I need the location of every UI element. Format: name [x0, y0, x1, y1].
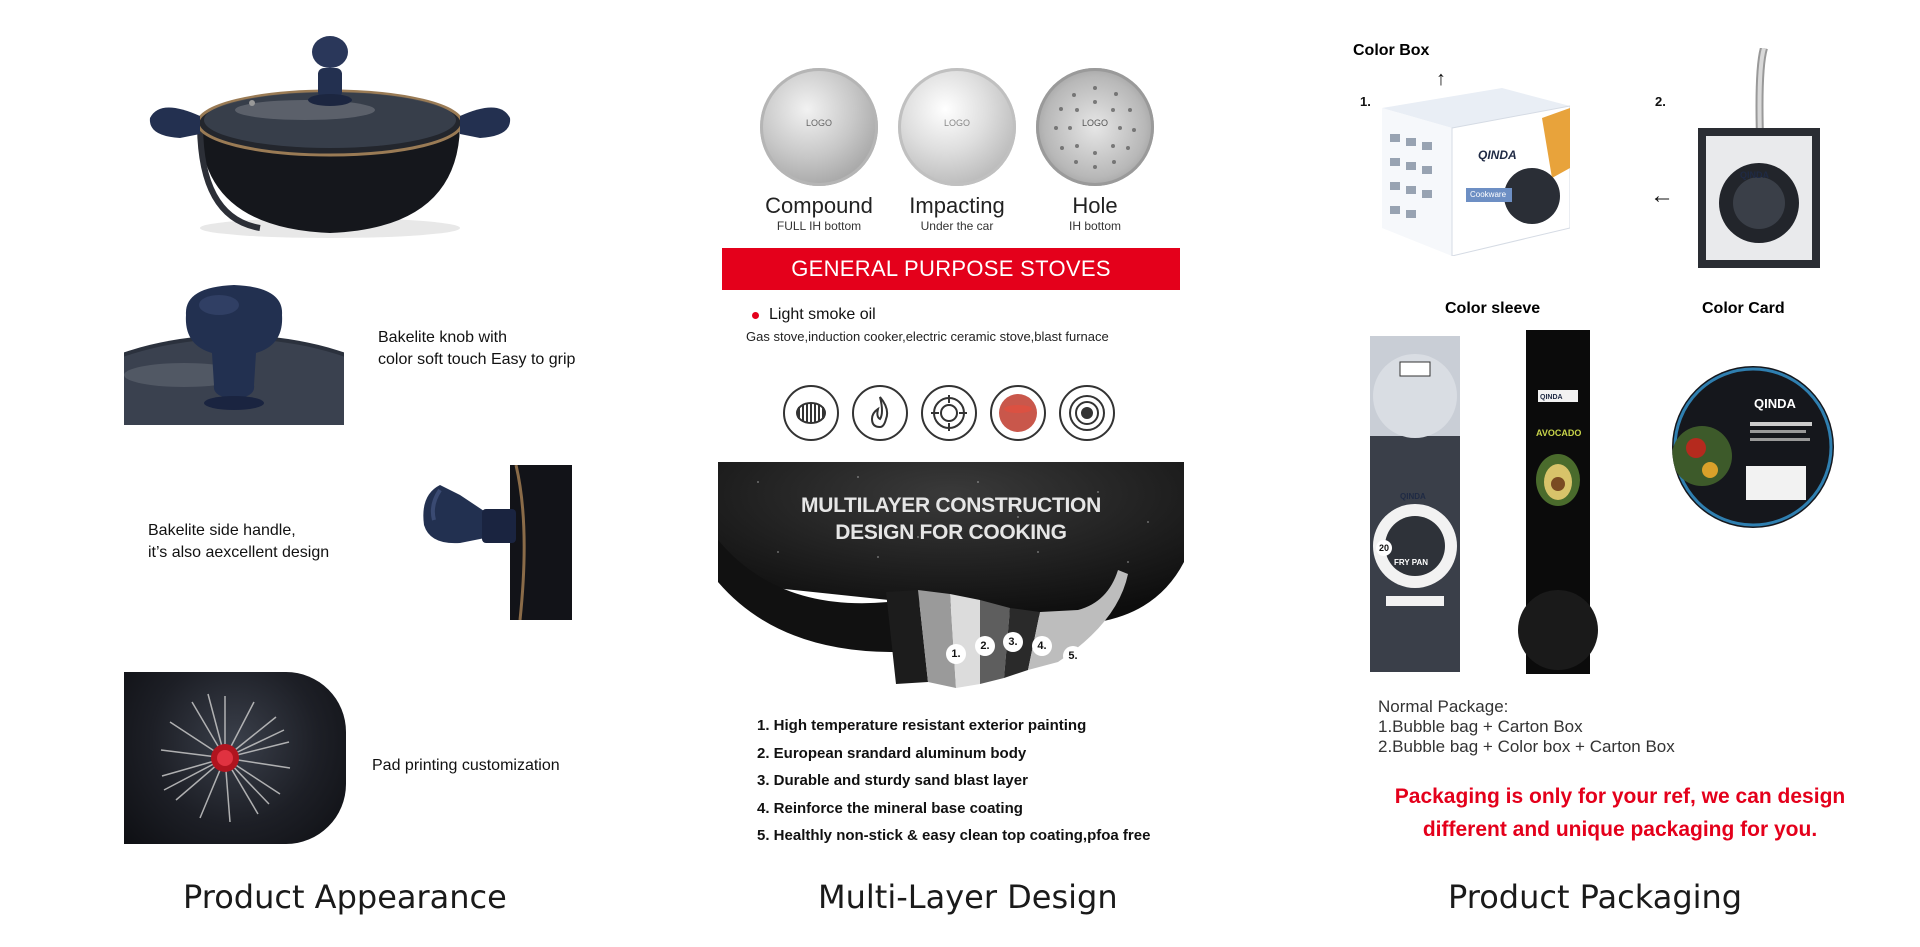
layer-item: 4. Reinforce the mineral base coating: [757, 799, 1023, 817]
color-card-box-image: QINDA: [1698, 46, 1820, 268]
color-box-label: Color Box: [1353, 42, 1430, 59]
knob-text-line1: Bakelite knob with: [378, 329, 507, 346]
box-label: Cookware: [1470, 190, 1507, 199]
layer-marker-1: 1.: [946, 644, 966, 664]
disc-logo: LOGO: [805, 118, 832, 128]
sleeve-brand-1: QINDA: [1400, 492, 1426, 501]
side-handle-image: [420, 465, 572, 620]
color-card-image: QINDA: [1672, 366, 1834, 528]
bakelite-knob-image: [124, 275, 344, 425]
casserole-pot-image: [149, 36, 511, 238]
normal-package-info: Normal Package: 1.Bubble bag + Carton Bo…: [1378, 697, 1675, 757]
card-brand: QINDA: [1754, 396, 1796, 411]
arrow-up-icon: ↑: [1436, 68, 1446, 90]
compound-label: Compound: [765, 193, 873, 218]
disc-logo: LOGO: [1081, 118, 1108, 128]
hole-label: Hole: [1072, 193, 1118, 218]
packaging-title: Product Packaging: [1448, 878, 1743, 916]
sleeve-fry-pan: FRY PAN: [1394, 558, 1429, 567]
layer-list: 1. High temperature resistant exterior p…: [757, 712, 1150, 850]
sleeve-avocado: AVOCADO: [1536, 428, 1582, 438]
number-2: 2.: [1655, 94, 1666, 109]
layer-marker-5: 5.: [1063, 646, 1083, 666]
stoves-list: Gas stove,induction cooker,electric cera…: [746, 329, 1109, 344]
arrow-left-icon: ←: [1650, 182, 1674, 209]
hole-bottom-disc: LOGO: [1036, 68, 1154, 186]
normal-package-item: 2.Bubble bag + Color box + Carton Box: [1378, 737, 1675, 756]
layer-item: 5. Healthly non-stick & easy clean top c…: [757, 827, 1151, 844]
layer-marker-2: 2.: [975, 636, 995, 656]
card-box-brand: QINDA: [1740, 170, 1769, 180]
impacting-label: Impacting: [909, 193, 1005, 218]
pad-printing-image: [124, 672, 346, 844]
impacting-bottom-disc: LOGO: [898, 68, 1016, 186]
pad-description: Pad printing customization: [372, 757, 560, 774]
hole-sublabel: IH bottom: [1068, 219, 1122, 233]
sleeve-brand-2: QINDA: [1540, 394, 1563, 401]
bullet-text: Light smoke oil: [769, 306, 876, 323]
handle-description: Bakelite side handle, it’s also aexcelle…: [148, 520, 329, 564]
construction-heading-line1: MULTILAYER CONSTRUCTION: [801, 494, 1101, 517]
color-sleeve-image-1: FRY PAN QINDA 20: [1370, 336, 1460, 672]
impacting-sublabel: Under the car: [920, 219, 994, 233]
layer-item: 1. High temperature resistant exterior p…: [757, 717, 1087, 734]
packaging-note-line2: different and unique packaging for you.: [1422, 818, 1818, 841]
box-brand: QINDA: [1478, 148, 1517, 162]
layer-marker-3: 3.: [1003, 632, 1023, 652]
packaging-note-line1: Packaging is only for your ref, we can d…: [1394, 785, 1846, 808]
disc-logo: LOGO: [943, 118, 970, 128]
appearance-title: Product Appearance: [183, 878, 507, 916]
electric-coil-icon: [783, 385, 839, 441]
color-sleeve-label: Color sleeve: [1445, 300, 1541, 317]
compound-sublabel: FULL IH bottom: [776, 219, 862, 233]
knob-text-line2: color soft touch Easy to grip: [378, 351, 576, 368]
layer-item: 2. European srandard aluminum body: [757, 744, 1027, 762]
layer-marker-4: 4.: [1032, 636, 1052, 656]
gas-flame-icon: [852, 385, 908, 441]
layer-item: 3. Durable and sturdy sand blast layer: [757, 772, 1028, 789]
compound-bottom-disc: LOGO: [760, 68, 878, 186]
construction-heading: MULTILAYER CONSTRUCTION DESIGN FOR COOKI…: [718, 492, 1184, 546]
ceramic-plate-icon: [990, 385, 1046, 441]
handle-text-line2: it’s also aexcellent design: [148, 544, 330, 561]
color-card-label: Color Card: [1702, 300, 1785, 317]
knob-description: Bakelite knob with color soft touch Easy…: [378, 327, 575, 371]
multilayer-construction-image: MULTILAYER CONSTRUCTION DESIGN FOR COOKI…: [718, 462, 1184, 700]
color-sleeve-image-2: AVOCADO QINDA: [1518, 330, 1598, 674]
bullet-row: Light smoke oil: [752, 306, 876, 324]
construction-heading-line2: DESIGN FOR COOKING: [835, 521, 1067, 544]
general-purpose-stoves-banner: GENERAL PURPOSE STOVES: [722, 248, 1180, 290]
normal-package-title: Normal Package:: [1378, 697, 1509, 716]
color-box-image: QINDA Cookware: [1382, 78, 1571, 257]
packaging-note: Packaging is only for your ref, we can d…: [1340, 780, 1900, 846]
handle-text-line1: Bakelite side handle,: [148, 522, 296, 539]
red-bullet-icon: [752, 311, 759, 319]
number-1: 1.: [1360, 94, 1371, 109]
gas-burner-icon: [921, 385, 977, 441]
sleeve-size-badge: 20: [1376, 540, 1392, 556]
normal-package-item: 1.Bubble bag + Carton Box: [1378, 717, 1583, 736]
induction-icon: [1059, 385, 1115, 441]
multilayer-title: Multi-Layer Design: [818, 878, 1118, 916]
